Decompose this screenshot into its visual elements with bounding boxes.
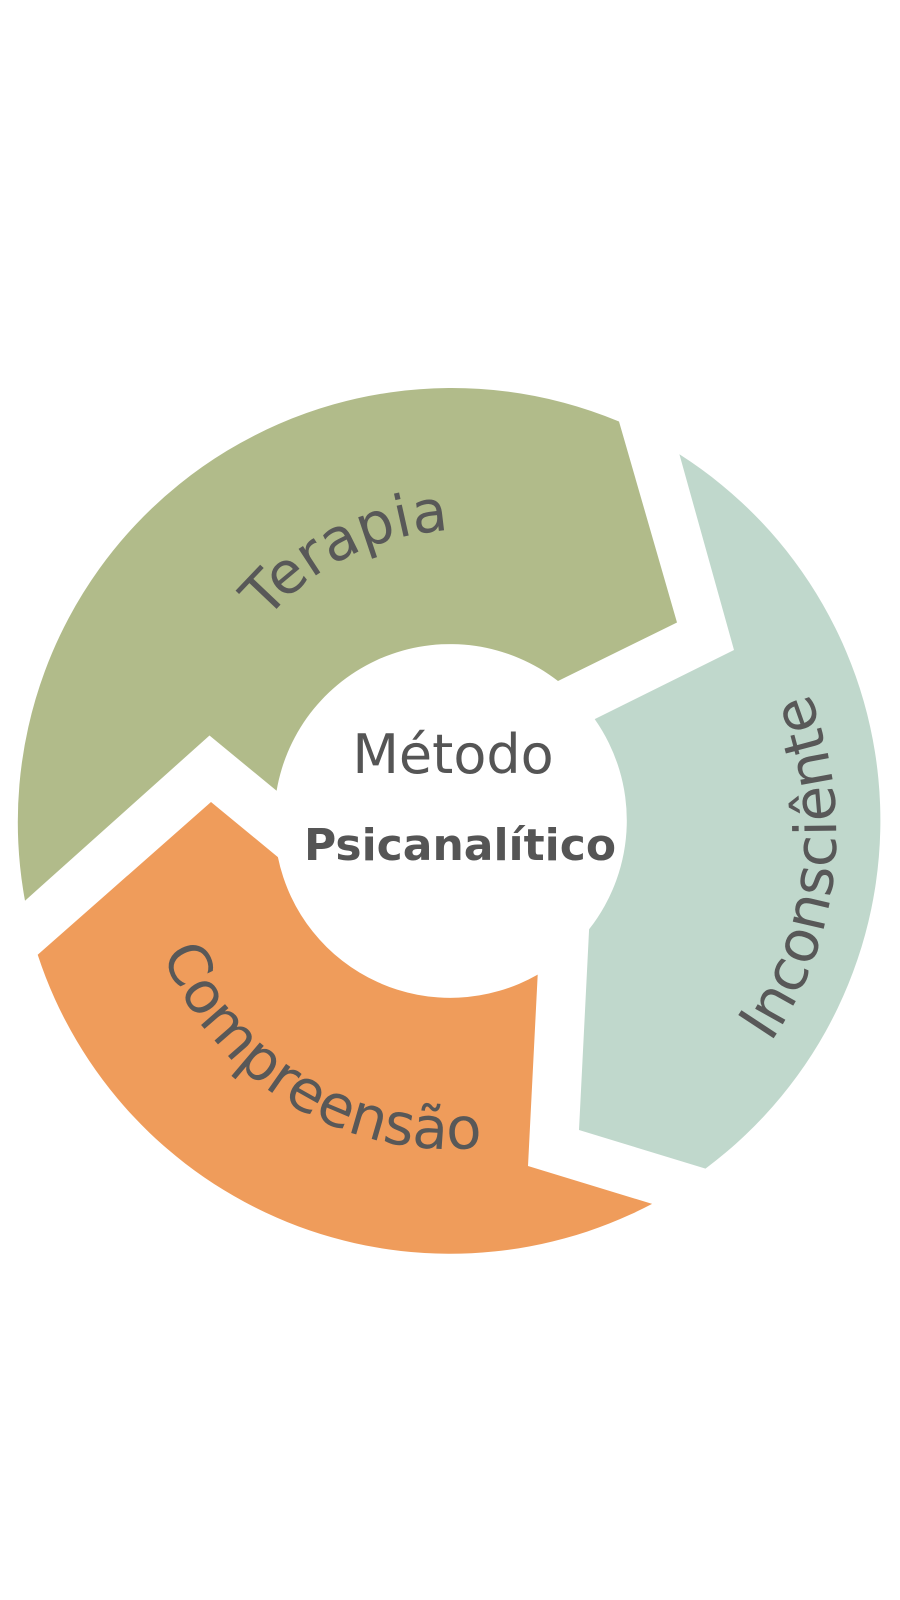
center-title-line1: Método: [352, 723, 553, 786]
segment-compreensao: [37, 802, 653, 1254]
center-title-line2: Psicanalítico: [304, 820, 616, 871]
segment-inconsciente: [579, 454, 881, 1169]
segment-terapia: [17, 388, 678, 901]
